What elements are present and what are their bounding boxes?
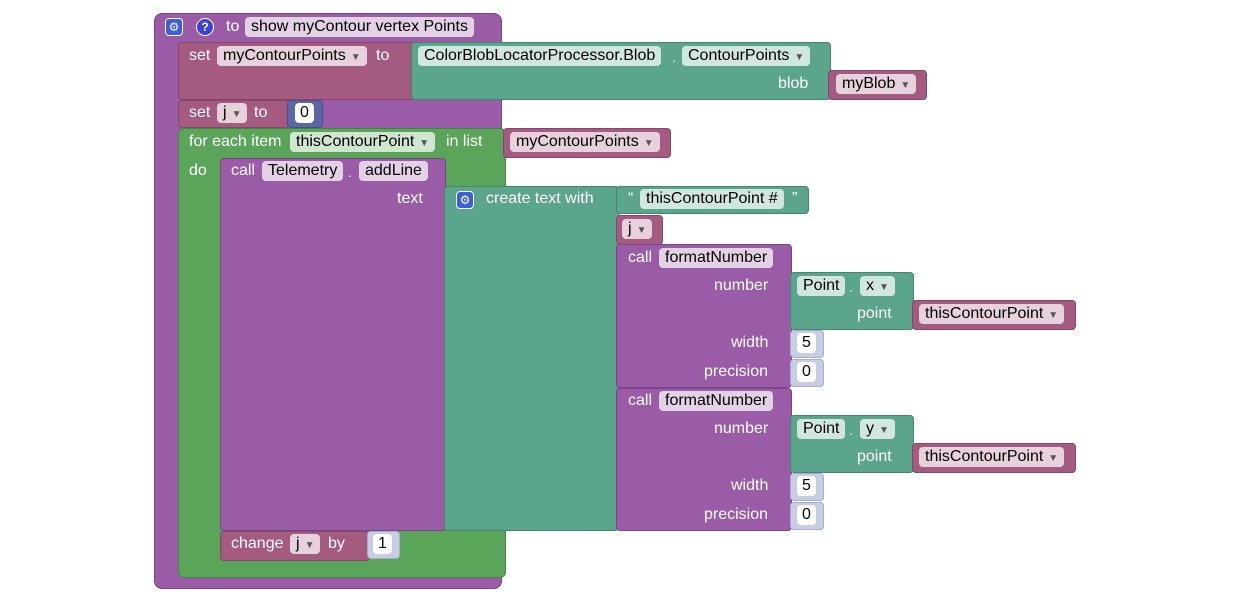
variable-dropdown[interactable]: j▼ [217, 103, 248, 123]
variable-name: j [296, 535, 300, 552]
variable-dropdown[interactable]: myContourPoints ▼ [510, 132, 660, 152]
precision-param-label: precision [704, 506, 769, 523]
field-name: y [866, 420, 874, 437]
point-param-label: point [857, 448, 892, 465]
precision-param-label: precision [704, 363, 769, 380]
create-text-block[interactable] [444, 186, 619, 531]
class-name-field[interactable]: ColorBlobLocatorProcessor.Blob [418, 46, 662, 66]
change-label: change [231, 535, 284, 552]
chevron-down-icon: ▼ [231, 109, 242, 120]
text-param-label: text [397, 190, 423, 207]
variable-dropdown[interactable]: j▼ [622, 219, 653, 239]
number-field[interactable]: 0 [797, 505, 816, 525]
point-param-label: point [857, 305, 892, 322]
item-variable-name: thisContourPoint [296, 133, 415, 150]
chevron-down-icon: ▼ [879, 425, 889, 436]
function-name-field[interactable]: show myContour vertex Points [245, 17, 474, 37]
separator-dot: . [672, 49, 676, 65]
getter-dropdown[interactable]: ContourPoints ▼ [682, 46, 811, 66]
text-string-field[interactable]: thisContourPoint # [640, 189, 784, 209]
field-name: x [866, 277, 874, 294]
call-label: call [628, 392, 653, 409]
create-text-label: create text with [486, 190, 594, 207]
number-param-label: number [714, 277, 769, 294]
number-param-label: number [714, 420, 769, 437]
by-label: by [328, 535, 345, 552]
method-name-field[interactable]: formatNumber [659, 391, 774, 411]
chevron-down-icon: ▼ [350, 52, 361, 63]
gear-icon[interactable]: ⚙ [165, 18, 183, 36]
variable-name: j [223, 104, 227, 121]
separator-dot: . [849, 422, 853, 438]
to-label: to [376, 47, 390, 64]
blob-param-label: blob [778, 75, 809, 92]
variable-name: j [628, 220, 632, 237]
separator-dot: . [348, 164, 352, 180]
close-quote: ” [792, 190, 798, 207]
function-to-label: to [226, 18, 240, 35]
in-list-label: in list [446, 133, 483, 150]
method-name-field[interactable]: formatNumber [659, 248, 774, 268]
for-each-label: for each item [189, 133, 282, 150]
variable-dropdown[interactable]: myBlob ▼ [836, 74, 917, 94]
number-field[interactable]: 1 [373, 534, 392, 554]
chevron-down-icon: ▼ [794, 52, 805, 63]
set-label: set [189, 47, 211, 64]
variable-name: myContourPoints [223, 47, 346, 64]
number-field[interactable]: 5 [797, 333, 816, 353]
variable-name: thisContourPoint [925, 305, 1044, 322]
variable-name: myBlob [842, 75, 896, 92]
chevron-down-icon: ▼ [643, 138, 654, 149]
chevron-down-icon: ▼ [304, 540, 315, 551]
width-param-label: width [731, 334, 769, 351]
number-field[interactable]: 0 [797, 362, 816, 382]
method-name-field[interactable]: addLine [359, 161, 428, 181]
variable-dropdown[interactable]: myContourPoints ▼ [217, 46, 367, 66]
class-name-field[interactable]: Point [797, 419, 846, 439]
gear-icon[interactable]: ⚙ [456, 191, 474, 209]
field-dropdown[interactable]: x▼ [860, 276, 895, 296]
field-dropdown[interactable]: y▼ [860, 419, 895, 439]
chevron-down-icon: ▼ [879, 282, 889, 293]
variable-name: myContourPoints [516, 133, 639, 150]
open-quote: “ [628, 190, 634, 207]
class-name-field[interactable]: Telemetry [262, 161, 344, 181]
variable-name: thisContourPoint [925, 448, 1044, 465]
telemetry-addline-block[interactable] [220, 158, 446, 531]
chevron-down-icon: ▼ [900, 80, 911, 91]
to-label: to [254, 104, 268, 121]
number-field[interactable]: 0 [295, 103, 314, 123]
set-label: set [189, 104, 211, 121]
variable-dropdown[interactable]: thisContourPoint ▼ [919, 304, 1065, 324]
variable-dropdown[interactable]: j▼ [290, 534, 321, 554]
call-label: call [231, 162, 256, 179]
number-field[interactable]: 5 [797, 476, 816, 496]
call-label: call [628, 249, 653, 266]
chevron-down-icon: ▼ [1048, 453, 1059, 464]
variable-dropdown[interactable]: thisContourPoint ▼ [919, 447, 1065, 467]
chevron-down-icon: ▼ [1048, 310, 1059, 321]
getter-name: ContourPoints [688, 47, 790, 64]
help-icon[interactable]: ? [196, 18, 214, 36]
chevron-down-icon: ▼ [636, 225, 647, 236]
width-param-label: width [731, 477, 769, 494]
chevron-down-icon: ▼ [419, 138, 430, 149]
item-variable-dropdown[interactable]: thisContourPoint ▼ [290, 132, 436, 152]
do-label: do [189, 162, 207, 179]
format-number-block[interactable] [616, 388, 792, 531]
separator-dot: . [849, 279, 853, 295]
class-name-field[interactable]: Point [797, 276, 846, 296]
